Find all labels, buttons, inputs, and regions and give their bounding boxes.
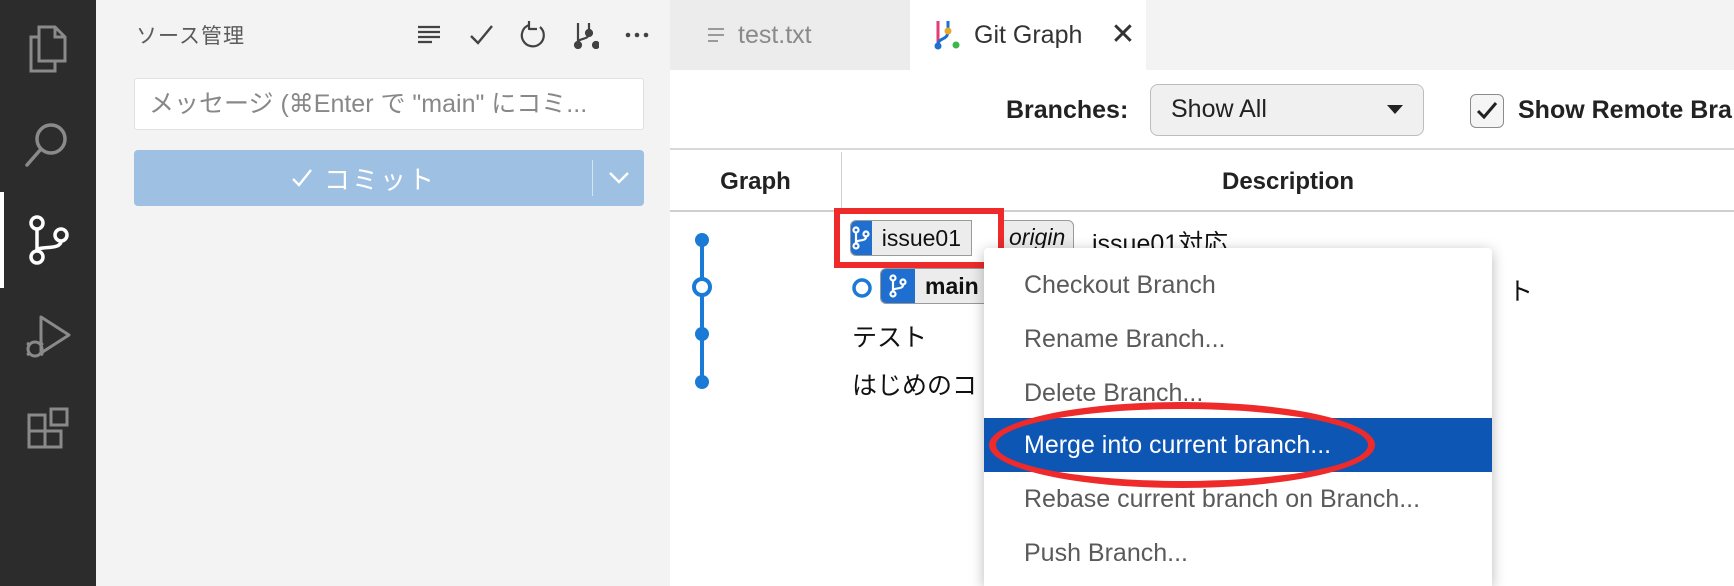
menu-item-merge-into-current-branch[interactable]: Merge into current branch... [984,418,1492,472]
branch-ref-main[interactable]: main [880,268,990,304]
commit-table-header: Graph Description [670,152,1734,212]
more-actions-icon[interactable] [616,14,658,56]
menu-item-rebase-current-branch[interactable]: Rebase current branch on Branch... [1024,485,1421,513]
git-graph-tab-icon [934,21,960,50]
branch-ref-issue01[interactable]: issue01 [850,220,972,256]
tab-bar: test.txt Git Graph ✕ [670,0,1734,70]
commit-node-current [692,277,712,297]
menu-item-delete-branch[interactable]: Delete Branch... [1024,379,1204,407]
run-debug-icon[interactable] [0,288,96,384]
commit-check-icon[interactable] [460,14,502,56]
branches-select-value: Show All [1171,95,1267,123]
commit-message: はじめのコ [852,372,978,400]
column-header-description: Description [1221,168,1355,195]
tab-label: Git Graph [974,20,1083,49]
menu-item-rename-branch[interactable]: Rename Branch... [1024,325,1226,353]
tab-label: test.txt [738,20,812,49]
commit-message: テスト [852,324,928,352]
annotation-highlight-rect [834,208,1004,268]
search-icon[interactable] [0,96,96,192]
show-remote-branches-checkbox[interactable] [1470,94,1504,128]
commit-button[interactable]: コミット [134,150,644,206]
git-graph-icon[interactable] [564,14,606,56]
commit-button-main[interactable]: コミット [134,150,592,206]
tab-git-graph[interactable]: Git Graph ✕ [910,0,1146,70]
chevron-down-icon [1387,105,1403,114]
branch-context-menu: Checkout Branch Rename Branch... Delete … [984,248,1492,586]
checkmark-icon [1476,102,1498,120]
branch-ref-label: main [925,272,979,299]
commit-button-divider [592,160,593,196]
view-as-list-icon[interactable] [408,14,450,56]
commit-node [695,233,709,247]
commit-node [695,375,709,389]
show-remote-branches-label: Show Remote Bra [1518,96,1732,124]
sidebar-toolbar [408,14,658,56]
source-control-sidebar: ソース管理 [96,0,670,586]
branches-select[interactable]: Show All [1150,84,1424,136]
commit-button-label: コミット [323,164,436,195]
branch-icon [881,269,915,303]
commit-message-tail: ト [1508,278,1534,306]
check-icon [292,169,312,187]
source-control-icon[interactable] [0,192,96,288]
commit-message-input[interactable]: メッセージ (⌘Enter で "main" にコミ... [134,78,644,130]
close-icon[interactable]: ✕ [1110,18,1136,51]
commit-node [695,327,709,341]
explorer-icon[interactable] [0,0,96,96]
sidebar-header: ソース管理 [96,0,670,70]
column-header-graph: Graph [670,152,842,212]
tab-test-txt[interactable]: test.txt [670,0,910,70]
text-file-icon [708,28,724,42]
branch-icon [851,221,872,255]
commit-graph [692,233,712,389]
git-graph-toolbar: Branches: Show All Show Remote Bra [670,70,1734,150]
activity-bar [0,0,96,586]
extensions-icon[interactable] [0,384,96,480]
sidebar-title: ソース管理 [136,25,245,48]
branch-ref-label: issue01 [881,224,961,251]
branches-label: Branches: [1006,96,1129,124]
refresh-icon[interactable] [512,14,554,56]
menu-item-push-branch[interactable]: Push Branch... [1024,539,1188,567]
head-indicator-icon [852,278,872,298]
menu-item-checkout-branch[interactable]: Checkout Branch [1024,271,1216,299]
commit-dropdown-icon[interactable] [594,150,644,206]
